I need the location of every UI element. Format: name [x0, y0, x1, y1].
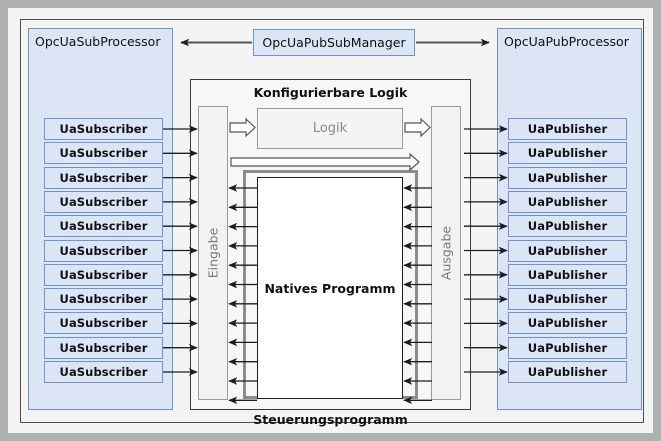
ua-publisher-box[interactable]: UaPublisher	[508, 215, 627, 238]
ua-publisher-box[interactable]: UaPublisher	[508, 361, 627, 383]
ua-subscriber-label: UaSubscriber	[59, 267, 148, 282]
ua-subscriber-label: UaSubscriber	[59, 365, 148, 379]
opcua-pubsub-manager-label: OpcUaPubSubManager	[262, 35, 406, 50]
steuerungsprogramm-title: Steuerungsprogramm	[253, 412, 408, 427]
ua-subscriber-label: UaSubscriber	[59, 170, 148, 185]
opcua-sub-processor-label: OpcUaSubProcessor	[35, 34, 161, 49]
ua-publisher-label: UaPublisher	[527, 194, 608, 209]
ua-publisher-label: UaPublisher	[527, 219, 608, 234]
ua-publisher-label: UaPublisher	[527, 146, 608, 161]
eingabe-column[interactable]: Eingabe	[198, 106, 228, 400]
ua-publisher-box[interactable]: UaPublisher	[508, 288, 627, 311]
ua-subscriber-box[interactable]: UaSubscriber	[44, 239, 163, 262]
logik-box[interactable]: Logik	[257, 108, 403, 149]
ua-publisher-box[interactable]: UaPublisher	[508, 166, 627, 189]
ua-subscriber-box[interactable]: UaSubscriber	[44, 215, 163, 238]
ua-subscriber-box[interactable]: UaSubscriber	[44, 361, 163, 383]
eingabe-label: Eingabe	[205, 227, 221, 279]
ua-subscriber-label: UaSubscriber	[59, 194, 148, 209]
ua-publisher-label: UaPublisher	[527, 340, 608, 355]
ua-subscriber-label: UaSubscriber	[59, 146, 148, 161]
konfigurierbare-logik-title: Konfigurierbare Logik	[253, 85, 408, 100]
ua-subscriber-box[interactable]: UaSubscriber	[44, 166, 163, 189]
ua-publisher-label: UaPublisher	[527, 267, 608, 282]
ua-subscriber-box[interactable]: UaSubscriber	[44, 336, 163, 359]
ua-publisher-label: UaPublisher	[527, 292, 608, 307]
ua-subscriber-label: UaSubscriber	[59, 292, 148, 307]
ausgabe-column[interactable]: Ausgabe	[431, 106, 461, 400]
ua-publisher-label: UaPublisher	[527, 316, 608, 331]
logik-label: Logik	[312, 121, 348, 136]
ua-publisher-label: UaPublisher	[527, 122, 608, 136]
ua-publisher-label: UaPublisher	[527, 170, 608, 185]
ua-subscriber-label: UaSubscriber	[59, 243, 148, 258]
ua-publisher-box[interactable]: UaPublisher	[508, 118, 627, 140]
ua-subscriber-box[interactable]: UaSubscriber	[44, 312, 163, 335]
ua-publisher-box[interactable]: UaPublisher	[508, 312, 627, 335]
ua-subscriber-label: UaSubscriber	[59, 219, 148, 234]
ua-subscriber-box[interactable]: UaSubscriber	[44, 142, 163, 165]
ua-subscriber-box[interactable]: UaSubscriber	[44, 288, 163, 311]
ua-subscriber-box[interactable]: UaSubscriber	[44, 263, 163, 286]
ua-subscriber-label: UaSubscriber	[59, 316, 148, 331]
ua-subscriber-label: UaSubscriber	[59, 340, 148, 355]
natives-programm-box[interactable]: Natives Programm	[257, 177, 403, 399]
ua-subscriber-label: UaSubscriber	[59, 122, 148, 136]
ua-publisher-box[interactable]: UaPublisher	[508, 190, 627, 213]
ua-publisher-box[interactable]: UaPublisher	[508, 142, 627, 165]
opcua-pubsub-manager-box[interactable]: OpcUaPubSubManager	[253, 29, 415, 56]
ua-publisher-label: UaPublisher	[527, 365, 608, 379]
ua-subscriber-box[interactable]: UaSubscriber	[44, 118, 163, 140]
ua-publisher-box[interactable]: UaPublisher	[508, 239, 627, 262]
ua-subscriber-box[interactable]: UaSubscriber	[44, 190, 163, 213]
ua-publisher-box[interactable]: UaPublisher	[508, 263, 627, 286]
opcua-pub-processor-label: OpcUaPubProcessor	[504, 34, 629, 49]
ausgabe-label: Ausgabe	[438, 225, 454, 281]
natives-programm-label: Natives Programm	[264, 280, 396, 296]
ua-publisher-label: UaPublisher	[527, 243, 608, 258]
ua-publisher-box[interactable]: UaPublisher	[508, 336, 627, 359]
